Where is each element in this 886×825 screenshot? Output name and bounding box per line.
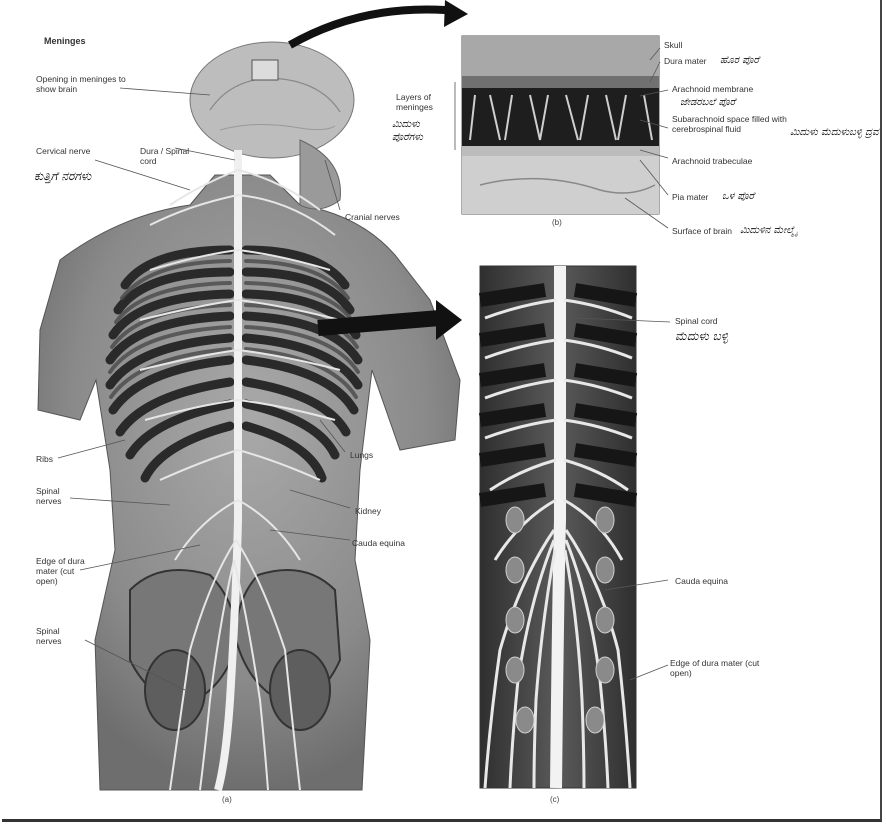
- label-cervical-nerve-native: ಕುತ್ತಿಗೆ ನರಗಳು: [34, 170, 144, 183]
- spinal-column-detail: [480, 266, 636, 788]
- label-subarachnoid-space: Subarachnoid space filled with cerebrosp…: [672, 114, 792, 134]
- layer-pia: [462, 146, 659, 156]
- label-layers-native: ಮಿದುಳು ಪೊರೆಗಳು: [392, 118, 452, 144]
- label-layers-of-meninges: Layers of meninges: [396, 92, 451, 112]
- label-spinal-nerves: Spinal nerves: [36, 486, 76, 506]
- figure-title: Meninges: [44, 36, 86, 46]
- label-pia-mater-native: ಒಳ ಪೊರೆ: [722, 190, 754, 203]
- label-spinal-cord-native: ಮೆದುಳು ಬಳ್ಳಿ: [675, 330, 728, 343]
- label-dura-mater: Dura mater: [664, 56, 707, 66]
- meninges-opening-window: [252, 60, 278, 80]
- layer-subarachnoid: [462, 88, 659, 146]
- label-spinal-cord: Spinal cord: [675, 316, 718, 326]
- label-cranial-nerves: Cranial nerves: [345, 212, 400, 222]
- arrow-to-meninges: [290, 9, 445, 45]
- arrow-to-spine: [318, 318, 440, 328]
- spinal-cord-detail: [556, 266, 560, 788]
- label-arachnoid-native: ಜೇಡರಬಲೆ ಪೊರೆ: [680, 96, 735, 109]
- label-dura-mater-native: ಹೊರ ಪೊರೆ: [720, 54, 759, 67]
- brain-shape: [190, 42, 354, 158]
- caption-a: (a): [222, 795, 232, 804]
- label-arachnoid-trabeculae: Arachnoid trabeculae: [672, 156, 752, 166]
- label-dura-spinal-cord: Dura / Spinal cord: [140, 146, 190, 166]
- layer-brain-surface: [462, 156, 659, 214]
- label-cervical-nerve: Cervical nerve: [36, 146, 106, 156]
- label-kidney: Kidney: [355, 506, 381, 516]
- label-edge-dura-mater-right: Edge of dura mater (cut open): [670, 658, 770, 678]
- label-spinal-nerves-2: Spinal nerves: [36, 626, 76, 646]
- meninges-detail: [462, 36, 659, 214]
- label-lungs: Lungs: [350, 450, 373, 460]
- label-arachnoid-membrane: Arachnoid membrane: [672, 84, 822, 94]
- label-pia-mater: Pia mater: [672, 192, 708, 202]
- label-ribs: Ribs: [36, 454, 53, 464]
- label-opening-in-meninges: Opening in meninges to show brain: [36, 74, 131, 94]
- label-skull: Skull: [664, 40, 682, 50]
- label-edge-dura-mater-left: Edge of dura mater (cut open): [36, 556, 86, 586]
- caption-c: (c): [550, 795, 559, 804]
- label-surface-of-brain: Surface of brain: [672, 226, 732, 236]
- label-cauda-equina-right: Cauda equina: [675, 576, 728, 586]
- label-cauda-equina-left: Cauda equina: [352, 538, 405, 548]
- layer-skull: [462, 36, 659, 76]
- caption-b: (b): [552, 218, 562, 227]
- label-surface-native: ಮಿದುಳಿನ ಮೇಲ್ಮೈ: [740, 224, 850, 237]
- layer-dura: [462, 76, 659, 88]
- label-subarachnoid-native: ಮಿದುಳು ಮೆದುಳುಬಳ್ಳಿ ದ್ರವ: [790, 126, 880, 139]
